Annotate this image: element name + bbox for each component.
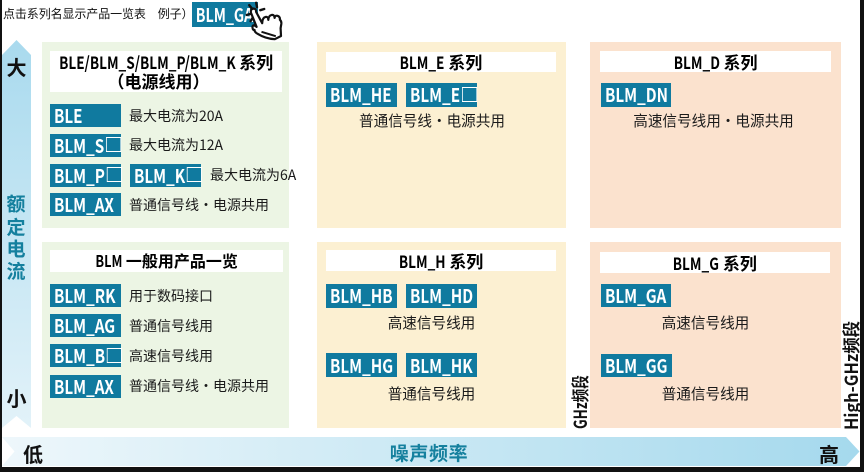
band-label-ghz: GHz频段 bbox=[567, 375, 593, 429]
desc-blm-h-group2: 普通信号线用 bbox=[387, 382, 476, 404]
placeholder-square-icon bbox=[105, 137, 122, 153]
button-label-text: BLM_B bbox=[54, 342, 106, 370]
button-blm-hd[interactable]: BLM_HD bbox=[405, 282, 477, 309]
desc-blm-g-group1: 高速信号线用 bbox=[661, 311, 750, 333]
button-label: BLM_GA bbox=[195, 1, 254, 28]
button-blm-e[interactable]: BLM_E bbox=[405, 81, 477, 108]
placeholder-square-icon bbox=[461, 86, 477, 102]
button-label: BLM_HD bbox=[409, 282, 473, 309]
button-label: BLM_K bbox=[130, 161, 203, 189]
button-ble[interactable]: BLE bbox=[50, 102, 121, 129]
band-label-high-ghz: High-GHz频段 bbox=[838, 320, 864, 430]
button-blm-dn[interactable]: BLM_DN bbox=[600, 81, 671, 109]
button-blm-b[interactable]: BLM_B bbox=[50, 342, 123, 370]
button-label: BLM_B bbox=[50, 342, 123, 370]
desc-blm-d-group: 高速信号线用·电源共用 bbox=[633, 110, 794, 131]
placeholder-square-icon bbox=[186, 167, 203, 183]
desc-blm-s: 最大电流为12A bbox=[129, 135, 224, 156]
button-label: BLM_E bbox=[406, 81, 477, 108]
button-label: BLM_RK bbox=[54, 282, 116, 309]
button-label: BLM_AX bbox=[54, 191, 114, 219]
x-axis-title: 噪声频率 bbox=[389, 438, 469, 466]
y-axis-max-label: 大 bbox=[6, 52, 27, 81]
button-label: BLM_AX bbox=[54, 372, 114, 400]
button-label-text: BLM_P bbox=[54, 161, 105, 189]
button-label: BLM_HB bbox=[330, 282, 393, 309]
desc-ble: 最大电流为20A bbox=[129, 105, 224, 126]
button-label-text: BLM_S bbox=[54, 131, 105, 159]
desc-blm-rk: 用于数码接口 bbox=[129, 285, 213, 306]
button-blm-hk[interactable]: BLM_HK bbox=[405, 351, 477, 379]
button-label: BLM_S bbox=[50, 131, 122, 159]
panel-blm-h bbox=[317, 242, 566, 428]
button-blm-ga[interactable]: BLM_GA bbox=[600, 281, 671, 309]
hand-pointer-click-icon bbox=[245, 1, 283, 41]
button-blm-hg[interactable]: BLM_HG bbox=[326, 351, 397, 379]
title-line2: （电源线用） bbox=[107, 67, 210, 93]
instruction-text: 点击系列名显示产品一览表 例子） bbox=[3, 4, 194, 22]
button-label: BLE bbox=[54, 102, 83, 129]
desc-blm-b: 高速信号线用 bbox=[129, 345, 213, 366]
panel-blm-g bbox=[590, 242, 841, 428]
desc-blm-g-group2: 普通信号线用 bbox=[661, 382, 750, 404]
button-label: BLM_HG bbox=[330, 351, 394, 379]
button-label: BLM_AG bbox=[54, 312, 116, 340]
desc-blm-pk: 最大电流为6A bbox=[210, 165, 297, 186]
button-label: BLM_HE bbox=[330, 81, 392, 109]
desc-blm-e-group: 普通信号线·电源共用 bbox=[359, 110, 505, 131]
y-axis-min-label: 小 bbox=[6, 383, 27, 412]
button-blm-ax[interactable]: BLM_AX bbox=[50, 191, 121, 219]
panel-blm-d bbox=[590, 42, 841, 228]
desc-blm-ag: 普通信号线用 bbox=[129, 315, 213, 336]
x-axis-arrow bbox=[2, 437, 860, 466]
button-label-text: BLM_K bbox=[134, 161, 186, 189]
desc-blm-ax-2: 普通信号线·电源共用 bbox=[129, 376, 269, 397]
y-axis-arrow bbox=[2, 40, 31, 428]
y-axis-title: 额定电流 bbox=[2, 193, 30, 283]
panel-blm-e bbox=[317, 42, 566, 228]
desc-blm-h-group1: 高速信号线用 bbox=[387, 311, 476, 333]
button-blm-he[interactable]: BLM_HE bbox=[326, 81, 397, 109]
placeholder-square-icon bbox=[106, 347, 123, 363]
button-label-text: BLM_E bbox=[409, 81, 460, 109]
button-blm-rk[interactable]: BLM_RK bbox=[50, 282, 121, 309]
frame-border-left bbox=[0, 0, 2, 472]
frame-border-right bbox=[860, 0, 864, 472]
placeholder-square-icon bbox=[106, 167, 123, 183]
button-blm-hb[interactable]: BLM_HB bbox=[326, 282, 397, 309]
title-cjk: 系列 bbox=[239, 48, 274, 74]
desc-blm-ax: 普通信号线·电源共用 bbox=[129, 194, 269, 215]
button-blm-ag[interactable]: BLM_AG bbox=[50, 312, 121, 340]
button-blm-gg[interactable]: BLM_GG bbox=[600, 351, 672, 379]
button-blm-k[interactable]: BLM_K bbox=[130, 161, 203, 189]
button-label: BLM_P bbox=[50, 161, 123, 189]
button-label: BLM_HK bbox=[409, 351, 473, 379]
button-blm-p[interactable]: BLM_P bbox=[50, 161, 123, 189]
x-axis-min-label: 低 bbox=[23, 439, 43, 468]
button-blm-ax-2[interactable]: BLM_AX bbox=[50, 372, 121, 400]
x-axis-max-label: 高 bbox=[819, 439, 839, 468]
button-blm-s[interactable]: BLM_S bbox=[50, 131, 122, 159]
click-ticks bbox=[245, 1, 266, 23]
button-label: BLM_DN bbox=[604, 81, 668, 109]
button-label: BLM_GA bbox=[604, 281, 666, 309]
button-label: BLM_GG bbox=[604, 351, 668, 379]
frame-border-bottom bbox=[0, 467, 864, 472]
